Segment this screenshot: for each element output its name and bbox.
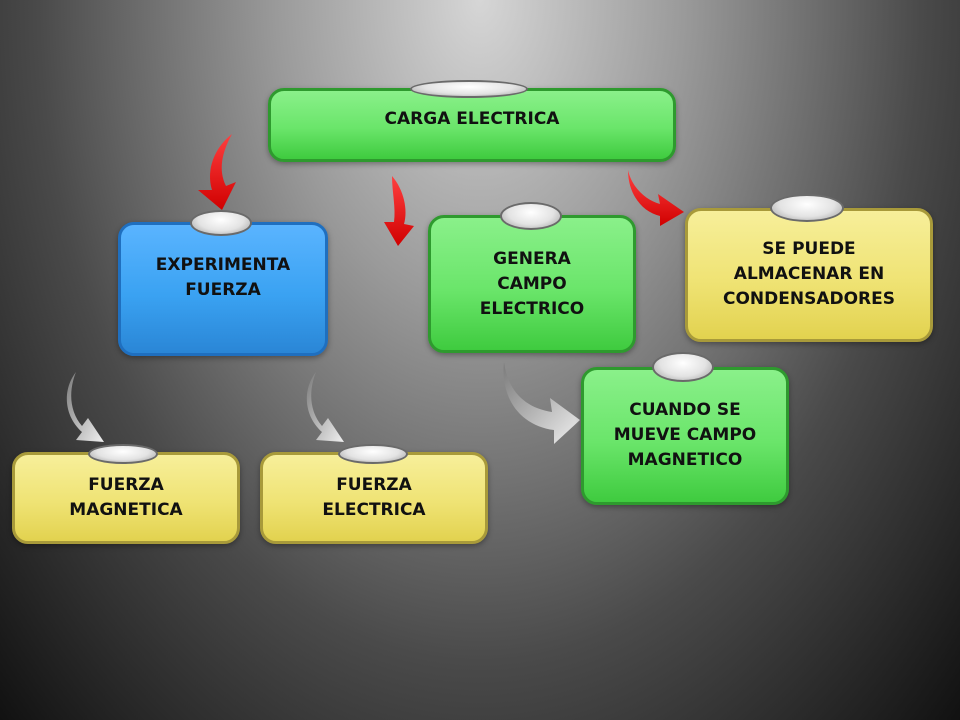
node-genera-campo-electrico: GENERA CAMPO ELECTRICO [428,215,636,353]
arrow-carga-to-genera [384,176,414,246]
node-experimenta-fuerza-label: EXPERIMENTA FUERZA [155,255,291,300]
node-experimenta-fuerza: EXPERIMENTA FUERZA [118,222,328,356]
node-carga-electrica-label: CARGA ELECTRICA [384,109,560,129]
node-fuerza-electrica-label: FUERZA ELECTRICA [322,475,426,520]
node-fuerza-magnetica-knob [88,444,158,464]
node-genera-campo-electrico-knob [500,202,562,230]
arrow-carga-to-almacenar [628,170,684,226]
node-cuando-campo-magnetico: CUANDO SE MUEVE CAMPO MAGNETICO [581,367,789,505]
node-almacenar-condensadores-knob [770,194,844,222]
node-fuerza-magnetica-label: FUERZA MAGNETICA [69,475,183,520]
node-fuerza-electrica-knob [338,444,408,464]
node-fuerza-electrica: FUERZA ELECTRICA [260,452,488,544]
arrow-genera-to-cuando [503,362,580,444]
node-fuerza-magnetica: FUERZA MAGNETICA [12,452,240,544]
node-almacenar-condensadores-label: SE PUEDE ALMACENAR EN CONDENSADORES [722,239,896,309]
node-cuando-campo-magnetico-label: CUANDO SE MUEVE CAMPO MAGNETICO [613,400,757,470]
arrow-experimenta-to-electrica [306,372,344,442]
arrow-carga-to-experimenta [198,134,236,210]
node-cuando-campo-magnetico-knob [652,352,714,382]
node-almacenar-condensadores: SE PUEDE ALMACENAR EN CONDENSADORES [685,208,933,342]
node-carga-electrica: CARGA ELECTRICA [268,88,676,162]
node-experimenta-fuerza-knob [190,210,252,236]
arrow-experimenta-to-magnetica [66,372,104,442]
node-carga-electrica-knob [410,80,528,98]
node-genera-campo-electrico-label: GENERA CAMPO ELECTRICO [479,248,585,319]
